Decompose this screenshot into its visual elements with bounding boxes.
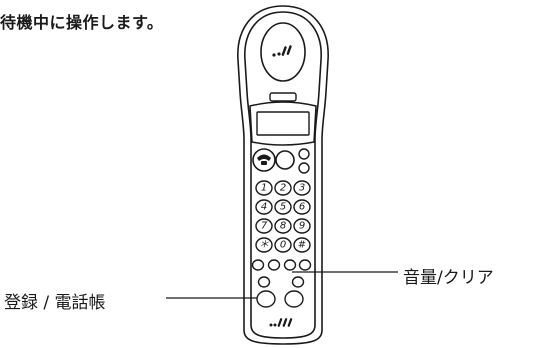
key-0-label: 0 xyxy=(280,240,286,251)
key-8 xyxy=(274,218,292,234)
phone-icon xyxy=(257,154,271,165)
lcd-display xyxy=(256,111,310,136)
key-0 xyxy=(274,237,292,253)
key-1-label: 1 xyxy=(261,183,267,194)
callout-register-phonebook: 登録 / 電話帳 xyxy=(4,293,106,313)
key-3-label: 3 xyxy=(299,183,305,194)
function-button xyxy=(275,150,295,170)
key-6 xyxy=(293,199,311,215)
display-frame xyxy=(249,101,317,146)
lower-right-button xyxy=(284,290,304,308)
key-7 xyxy=(255,218,273,234)
handset-inner-outline xyxy=(244,11,322,339)
callout-volume-clear: 音量/クリア xyxy=(403,268,494,288)
phonebook-button xyxy=(256,290,276,308)
key-4 xyxy=(255,199,273,215)
key-5-label: 5 xyxy=(280,202,286,213)
key-8-label: 8 xyxy=(280,221,286,232)
key-hash xyxy=(293,237,311,253)
small-button-4 xyxy=(298,259,312,271)
handset-outline xyxy=(237,5,329,345)
volume-button xyxy=(283,259,297,271)
key-hash-label: # xyxy=(298,240,306,251)
key-3 xyxy=(293,180,311,196)
key-2-label: 2 xyxy=(280,183,286,194)
key-6-label: 6 xyxy=(299,202,305,213)
earpiece-speaker xyxy=(260,22,306,82)
indicator-tab xyxy=(269,92,297,102)
earpiece-grille-icon xyxy=(272,45,292,57)
key-9 xyxy=(293,218,311,234)
key-5 xyxy=(274,199,292,215)
mouthpiece-grille-icon xyxy=(269,318,293,327)
key-4-label: 4 xyxy=(261,202,267,213)
side-button-top xyxy=(298,148,310,160)
small-button-5 xyxy=(257,276,271,288)
key-2 xyxy=(274,180,292,196)
talk-button xyxy=(252,148,276,172)
small-button-1 xyxy=(251,259,265,271)
key-1 xyxy=(255,180,273,196)
small-button-2 xyxy=(267,259,281,271)
key-7-label: 7 xyxy=(261,221,268,232)
key-star-label: ＊ xyxy=(259,240,269,251)
side-button-bottom xyxy=(298,162,310,174)
key-9-label: 9 xyxy=(299,221,305,232)
clear-button xyxy=(291,276,305,288)
key-star xyxy=(255,237,273,253)
instruction-heading: 待機中に操作します。 xyxy=(0,13,164,32)
